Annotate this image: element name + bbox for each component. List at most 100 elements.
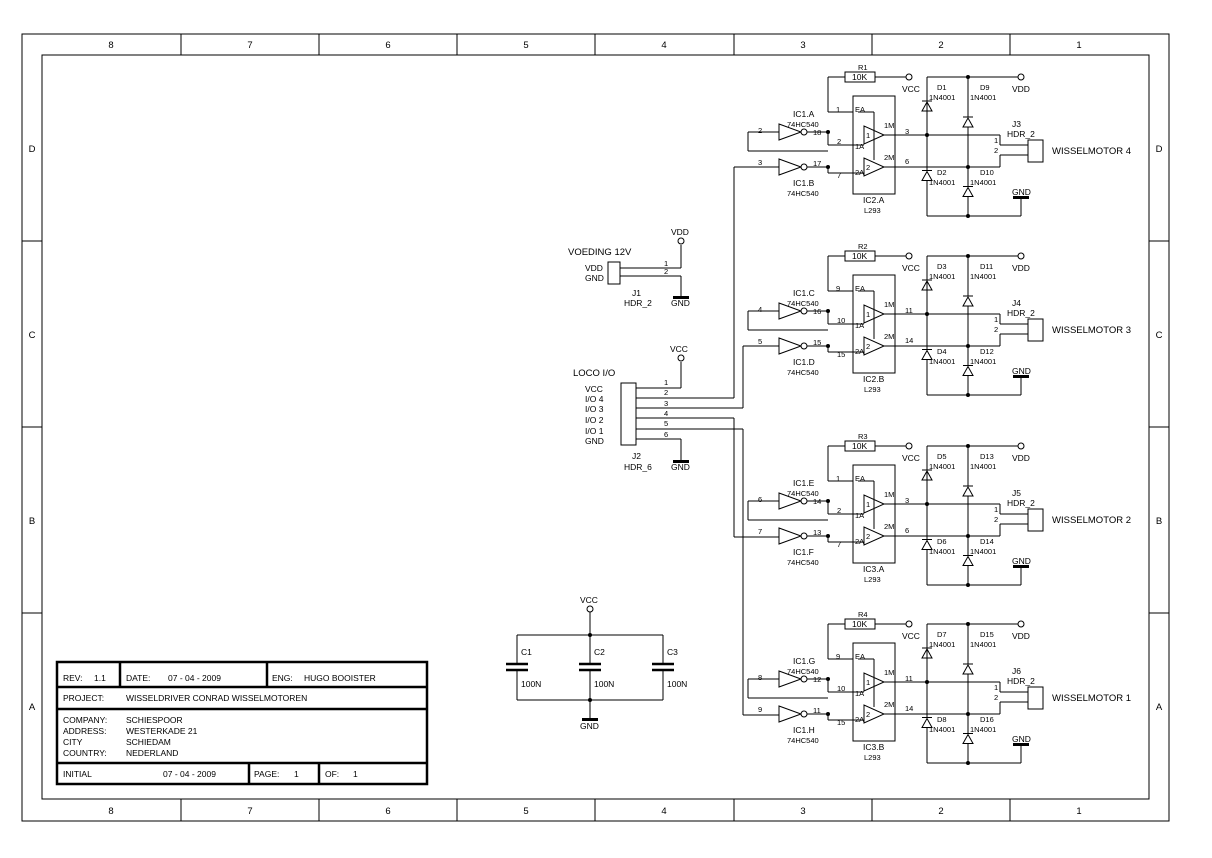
address-value: WESTERKADE 21 [126,726,198,736]
diode-icon [962,186,974,197]
col-label-bottom: 5 [523,806,528,817]
ea-pin-number: 1 [836,105,840,114]
driver-ref: IC2.B [863,374,885,384]
inverter-bubble-icon [800,307,808,315]
j2-vcc-label: VCC [670,344,688,354]
motor-pin-2: 2 [994,515,998,524]
resistor-value: 10K [852,619,867,629]
vcc-terminal-icon [586,605,594,613]
j2-pin-number: 1 [664,378,668,387]
motor-connector-body [1027,508,1044,532]
diode-type: 1N4001 [929,93,955,102]
inverter-bubble-icon [800,163,808,171]
diode-ref: D8 [937,715,947,724]
page-label: PAGE: [254,769,279,779]
junction-dot [826,677,830,681]
inverter-b-icon [778,527,803,545]
driver-in2-pin: 7 [837,171,841,180]
power-label: VOEDING 12V [568,247,632,258]
city-value: SCHIEDAM [126,737,171,747]
rev-value: 1.1 [94,673,106,683]
vcc-terminal-icon [905,442,913,450]
diode-ref: D5 [937,452,947,461]
driver-out2-pin: 14 [905,704,913,713]
diode-icon [921,349,933,360]
motor-pin-2: 2 [994,325,998,334]
diode-type: 1N4001 [929,178,955,187]
inverter-a-in-pin: 8 [758,673,762,682]
diode-icon [962,485,974,497]
driver-2m-label: 2M [884,700,894,709]
motor-label: WISSELMOTOR 3 [1052,325,1131,336]
capacitor-c1: C1 100N [506,635,541,700]
initial-date: 07 - 04 - 2009 [163,769,216,779]
inverter-bubble-icon [800,710,808,718]
driver-type: L293 [864,385,881,394]
diode-type: 1N4001 [929,640,955,649]
diode-type: 1N4001 [929,272,955,281]
motor-label: WISSELMOTOR 2 [1052,515,1131,526]
c2-ref: C2 [594,647,605,657]
driver-1a-label: 1A [855,321,864,330]
inverter-bubble-icon [800,497,808,505]
driver-in1-pin: 10 [837,316,845,325]
of-value: 1 [353,769,358,779]
driver-1a-label: 1A [855,689,864,698]
driver-gate-1-number: 1 [866,310,870,319]
c2-value: 100N [594,679,614,689]
inverter-b-icon [778,705,803,723]
vdd-terminal-icon [1017,73,1025,81]
motor-connector-type: HDR_2 [1007,308,1035,318]
diode-icon [921,170,933,181]
diode-icon [962,295,974,307]
rev-label: REV: [63,673,83,683]
col-label-top: 6 [385,40,390,51]
inverter-b-type: 74HC540 [787,558,819,567]
resistor-ref: R4 [858,610,868,619]
inverter-b-ref: IC1.D [793,357,815,367]
row-label-left: D [29,144,36,155]
junction-dot [966,214,970,218]
power-pin-label: GND [585,273,604,283]
row-label-right: B [1156,516,1162,527]
j1-body [607,261,621,285]
inverter-a-type: 74HC540 [787,299,819,308]
border-columns-bottom: 8 7 6 5 4 3 2 1 [108,799,1082,821]
junction-dot [826,534,830,538]
col-label-top: 7 [247,40,252,51]
diode-ref: D10 [980,168,994,177]
inverter-a-type: 74HC540 [787,489,819,498]
j2-pin-number: 6 [664,430,668,439]
title-block: REV: 1.1 DATE: 07 - 04 - 2009 ENG: HUGO … [55,660,429,786]
inverter-a-type: 74HC540 [787,667,819,676]
motor-label: WISSELMOTOR 4 [1052,146,1131,157]
gnd-symbol-icon [1013,565,1029,568]
col-label-bottom: 2 [938,806,943,817]
junction-dot [826,309,830,313]
vdd-terminal-icon [1017,442,1025,450]
inverter-a-out-pin: 14 [813,497,821,506]
gnd-symbol-icon [673,296,689,299]
junction-dot [966,75,970,79]
driver-gate-1-number: 1 [866,500,870,509]
diode-type: 1N4001 [970,640,996,649]
driver-out2-pin: 6 [905,157,909,166]
diode-type: 1N4001 [970,725,996,734]
loco-label: LOCO I/O [573,368,615,379]
company-value: SCHIESPOOR [126,715,183,725]
vcc-label: VCC [902,263,920,273]
row-label-left: B [29,516,35,527]
inverter-b-type: 74HC540 [787,189,819,198]
motor-pin-1: 1 [994,136,998,145]
inverter-b-out-pin: 11 [813,706,821,715]
motor-connector-ref: J6 [1012,666,1021,676]
driver-type: L293 [864,575,881,584]
driver-out2-pin: 14 [905,336,913,345]
motor-connector-body [1027,139,1044,163]
driver-1m-label: 1M [884,300,894,309]
junction-dot [826,499,830,503]
diode-ref: D4 [937,347,947,356]
driver-out1-pin: 3 [905,127,909,136]
